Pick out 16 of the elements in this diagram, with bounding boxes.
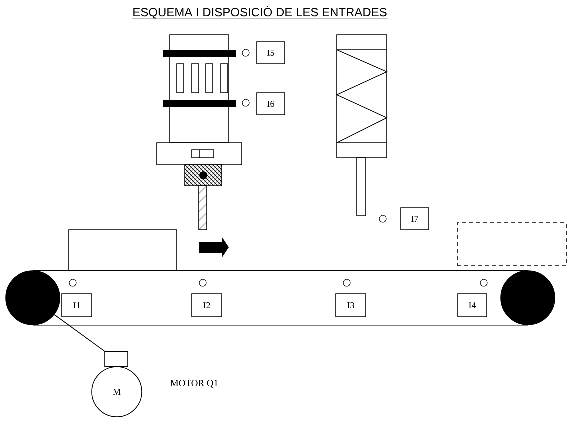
belt-line	[32, 270, 528, 271]
label-box: I6	[256, 92, 286, 116]
drive-line	[54, 314, 106, 352]
label-box: I2	[192, 294, 222, 318]
label-box: I7	[400, 208, 430, 230]
label-box: I1	[62, 294, 92, 318]
label-box: I3	[336, 294, 366, 318]
motor-label: MOTOR Q1	[170, 380, 218, 388]
dashed-box	[457, 222, 567, 266]
workpiece-box	[68, 230, 178, 272]
label-box: I5	[256, 42, 286, 64]
drum-roller	[6, 270, 60, 326]
label-box: I4	[458, 294, 488, 318]
title: ESQUEMA I DISPOSICIÒ DE LES ENTRADES	[132, 6, 388, 19]
drum-roller	[500, 270, 556, 326]
belt-line	[32, 325, 528, 326]
